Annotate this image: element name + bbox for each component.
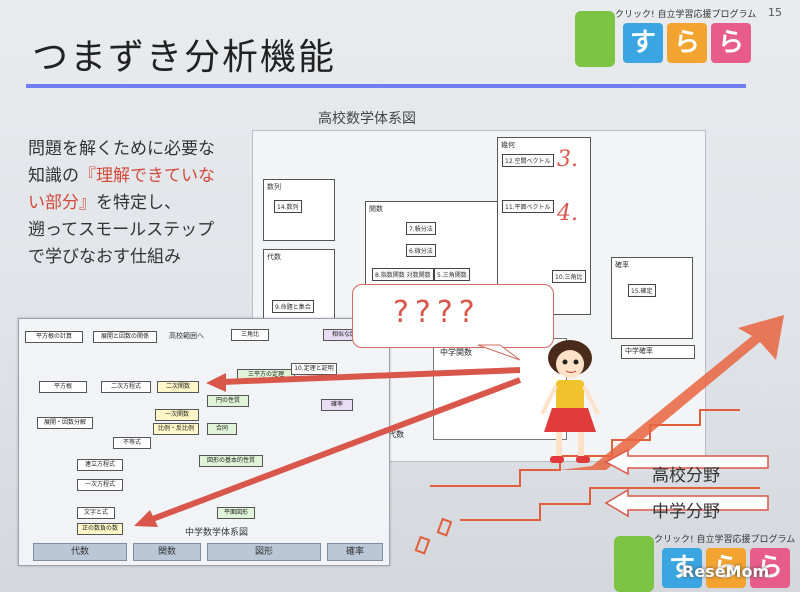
desc-line-5: で学びなおす仕組み	[28, 247, 181, 267]
ms-cell-circle: 円の性質	[207, 395, 249, 407]
page-number: 15	[768, 6, 782, 19]
description: 問題を解くために必要な 知識の『理解できていな い部分』を特定し、 遡ってスモー…	[28, 136, 258, 271]
mouse-icon	[575, 11, 615, 67]
desc-line-3a: い部分』	[28, 193, 96, 213]
ms-cell-plane: 平面図形	[217, 507, 255, 519]
ms-category-geometry: 図形	[207, 543, 321, 561]
desc-line-3: い部分』を特定し、	[28, 190, 258, 217]
ms-category-functions: 関数	[133, 543, 201, 561]
logo-tagline-bottom: クリック! 自立学習応援プログラム	[654, 535, 796, 545]
ms-cell-posneg: 正の数負の数	[77, 523, 123, 535]
hs-section-sequence: 数列 14.数列	[263, 179, 335, 241]
ms-diagram-title: 中学数学体系図	[185, 528, 249, 538]
hs-ms-prob: 中学確率	[621, 345, 695, 359]
ms-cell-congr: 合同	[207, 423, 237, 435]
ms-top-hs-range: 高校範囲へ	[169, 332, 204, 340]
ms-cell-basic-fig: 図形の基本的性質	[199, 455, 263, 467]
ms-cell-linear-eq: 一次方程式	[77, 479, 123, 491]
hs-field-label: 高校分野	[652, 466, 720, 486]
hs-item-planevec: 11.平面ベクトル	[502, 200, 554, 213]
ms-cell-simul: 連立方程式	[77, 459, 123, 471]
logo-bottom-char-2: ら	[706, 548, 746, 588]
hs-section-label: 代数	[267, 253, 281, 261]
title-underline	[26, 84, 746, 88]
question-bubble: ????	[352, 284, 554, 348]
ms-cell-ineq: 不等式	[113, 437, 151, 449]
hs-section-probability: 確率 15.確定	[611, 257, 693, 339]
hs-item-seq: 14.数列	[274, 200, 302, 213]
logo-tagline: クリック! 自立学習応援プログラム	[615, 10, 757, 20]
desc-line-2a: 知識の	[28, 166, 79, 186]
arrow-head-1	[206, 373, 226, 392]
deco-shape-2	[436, 517, 453, 537]
stairs	[430, 409, 760, 521]
ms-top-plan: 平方根の計算	[25, 331, 83, 343]
logo-char-2: ら	[667, 23, 707, 63]
girl-character	[540, 340, 600, 463]
mouse-icon-bottom	[614, 536, 654, 592]
hs-section-label: 数列	[267, 183, 281, 191]
ms-cell-factor: 展開・因数分解	[37, 417, 93, 429]
hs-algebra-lower: 代数	[388, 430, 404, 439]
hs-item-set: 9.命題と集合	[272, 300, 314, 313]
arrow-to-quadratic	[221, 367, 521, 385]
hs-item-trig: 5.三角関数	[434, 268, 470, 281]
ms-cell-prob: 確率	[321, 399, 353, 411]
ms-arrow	[604, 488, 769, 518]
watermark: ReseMom	[682, 562, 770, 581]
desc-line-2: 知識の『理解できていな	[28, 163, 258, 190]
hs-item-spacevec: 12.空間ベクトル	[502, 154, 554, 167]
hs-section-label: 関数	[369, 205, 383, 213]
desc-line-2b: 『理解できていな	[79, 166, 215, 186]
logo-bottom-char-3: ら	[750, 548, 790, 588]
ms-functions-label: 中学関数	[440, 348, 472, 357]
ms-top-linear: 展開と因数の関係	[93, 331, 157, 343]
annotation-three: 3.	[557, 147, 578, 172]
ms-cell-prop: 比例・反比例	[153, 423, 199, 435]
ms-diagram: 平方根の計算 展開と因数の関係 高校範囲へ 三角比 相似な図形 平方根 二次方程…	[18, 318, 390, 566]
ms-category-algebra: 代数	[33, 543, 127, 561]
hs-item-cases: 15.確定	[628, 284, 656, 297]
arrow-head-2	[134, 510, 158, 527]
ms-category-probability: 確率	[327, 543, 383, 561]
slide-title: つまずき分析機能	[32, 37, 337, 78]
surara-logo: クリック! 自立学習応援プログラム す ら ら	[573, 5, 761, 71]
hs-ms-prob-label: 中学確率	[625, 347, 653, 355]
arrow-to-posneg	[148, 377, 522, 523]
logo-char-1: す	[623, 23, 663, 63]
ms-cell-letters: 文字と式	[77, 507, 115, 519]
hs-item-trigratio: 10.三角比	[552, 270, 586, 283]
ms-field-label: 中学分野	[652, 502, 720, 522]
ms-cell-proof: 10.定理と証明	[291, 363, 337, 375]
big-up-arrow	[560, 315, 784, 470]
desc-line-4: 遡ってスモールステップ	[28, 220, 215, 240]
desc-line-1: 問題を解くために必要な	[28, 139, 215, 159]
deco-shape-1	[414, 535, 431, 555]
ms-cell-quad-fn: 二次関数	[157, 381, 199, 393]
bubble-tail	[477, 344, 521, 361]
hs-item-integral: 7.積分法	[406, 222, 436, 235]
annotation-four: 4.	[557, 201, 578, 226]
logo-bottom-char-1: す	[662, 548, 702, 588]
ms-top-trig: 三角比	[231, 329, 269, 341]
desc-line-3b: を特定し、	[96, 193, 181, 213]
hs-section-label: 確率	[615, 261, 629, 269]
hs-item-diff: 6.微分法	[406, 244, 436, 257]
hs-section-label: 幾何	[501, 141, 515, 149]
hs-item-expfn: 8.指数関数 対数関数	[372, 268, 434, 281]
logo-char-3: ら	[711, 23, 751, 63]
question-marks: ????	[393, 295, 481, 330]
ms-cell-square: 平方根	[39, 381, 87, 393]
surara-logo-bottom: クリック! 自立学習応援プログラム す ら ら	[612, 530, 800, 592]
ms-cell-quad-eq: 二次方程式	[101, 381, 151, 393]
hs-diagram-title: 高校数学体系図	[318, 111, 416, 127]
ms-cell-linear-fn: 一次関数	[155, 409, 199, 421]
hs-arrow	[604, 448, 769, 476]
